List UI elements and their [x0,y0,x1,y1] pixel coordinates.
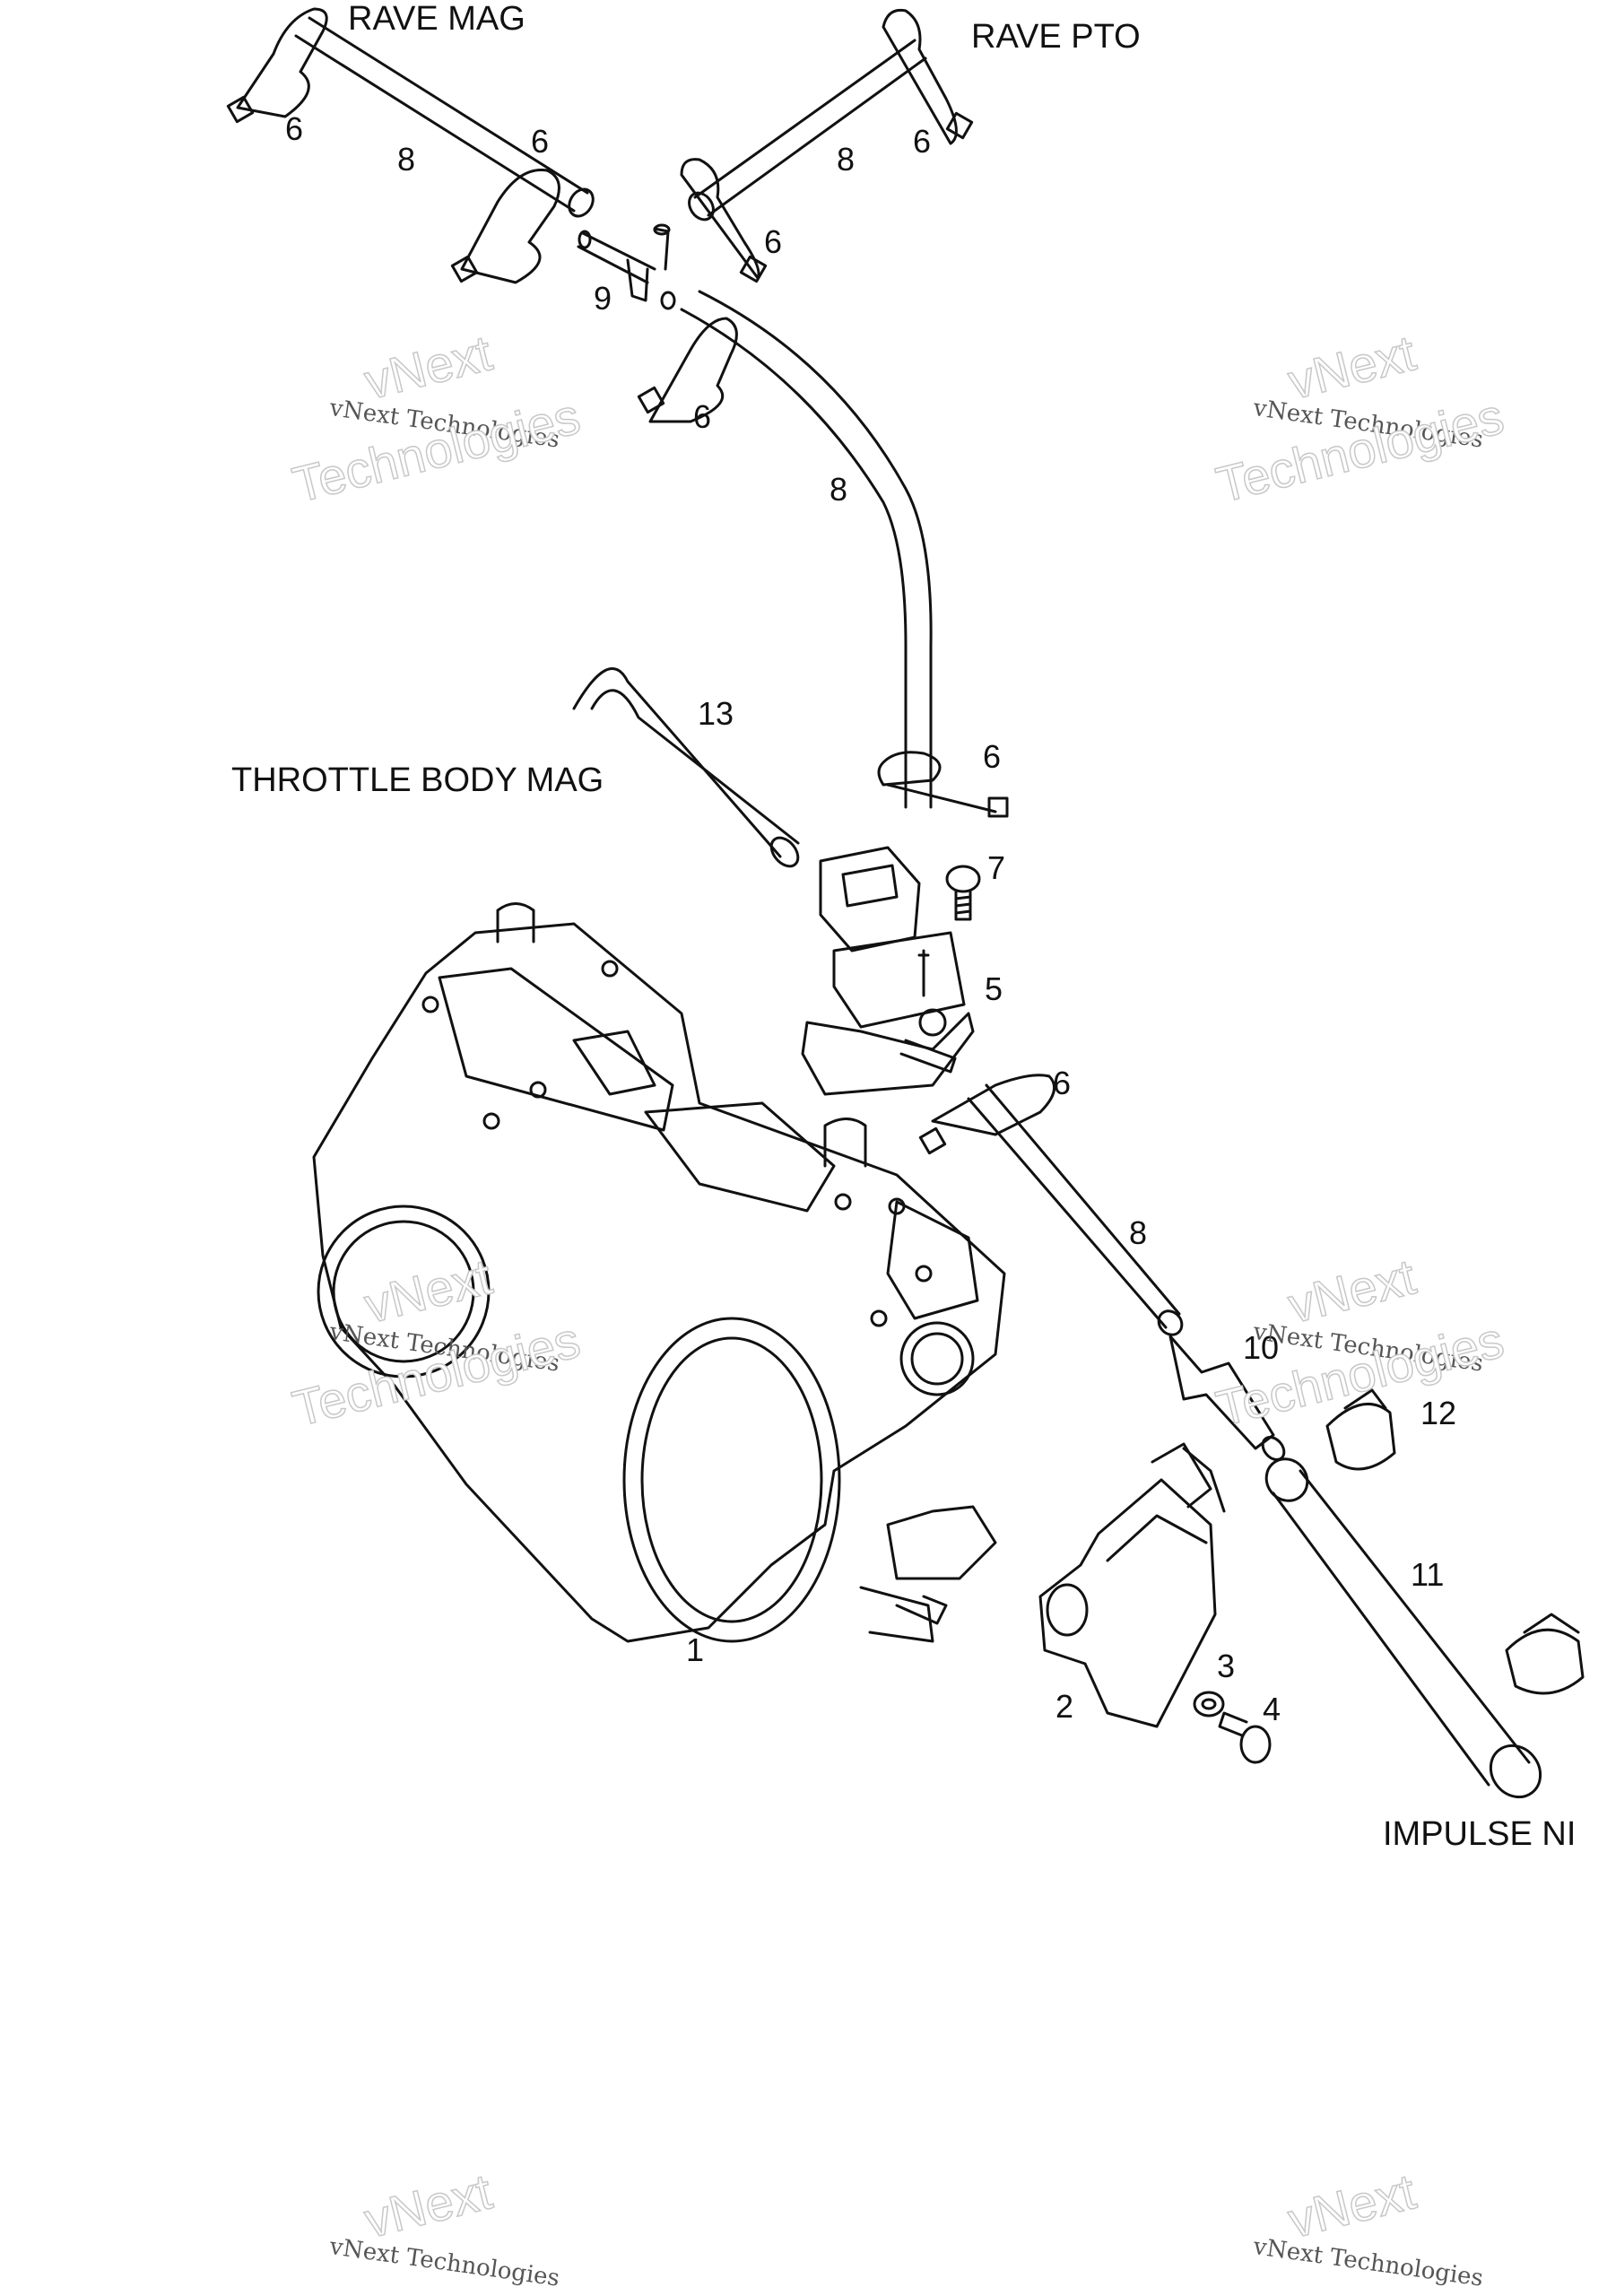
part-number-12: 12 [1420,1395,1457,1431]
washer-3 [1193,1691,1225,1718]
part-number-4: 4 [1263,1691,1281,1727]
solenoid-5 [801,846,975,1096]
part-number-1: 1 [686,1631,705,1668]
callout-impulse: IMPULSE NI [1383,1815,1577,1853]
part-number-10: 10 [1243,1329,1280,1366]
clamp-6-a [226,7,328,124]
part-number-6: 6 [1053,1065,1072,1101]
part-number-11: 11 [1411,1556,1445,1593]
callout-rave-mag: RAVE MAG [348,0,526,38]
part-number-6: 6 [983,738,1002,775]
screw-4 [1218,1711,1272,1764]
clamp-12 [1325,1388,1396,1471]
clamp-6-b [450,168,560,284]
part-number-13: 13 [698,695,734,732]
part-number-8: 8 [837,141,856,178]
part-number-5: 5 [985,970,1003,1007]
part-number-8: 8 [830,471,848,508]
hose-rave-mag [294,16,595,218]
screw-7 [945,865,981,921]
clamp-6-c [882,8,974,145]
throttle-body-1 [312,902,1006,1643]
clamp-12-lower [1505,1613,1585,1695]
callout-throttle-body-mag: THROTTLE BODY MAG [231,761,604,799]
part-number-8: 8 [1129,1214,1148,1251]
part-number-6: 6 [764,223,783,260]
part-number-7: 7 [987,849,1006,886]
hose-11 [1264,1457,1542,1799]
tee-fitting-9 [577,223,676,310]
hose-rave-pto [688,39,927,222]
clamp-6-g [918,1074,1056,1155]
part-number-3: 3 [1217,1648,1236,1684]
clamp-6-d [680,158,768,283]
hose-main-vertical [680,290,933,809]
sensor-2 [1038,1442,1226,1728]
clamp-6-e [637,317,738,423]
clamp-6-f [877,751,1009,818]
callout-rave-pto: RAVE PTO [971,18,1141,56]
part-number-2: 2 [1055,1688,1074,1725]
hose-13 [572,666,800,868]
part-number-9: 9 [594,280,612,317]
part-number-6: 6 [913,123,932,160]
part-number-6: 6 [531,123,550,160]
part-number-6: 6 [693,398,712,435]
part-number-6: 6 [285,110,304,147]
part-number-8: 8 [397,141,416,178]
